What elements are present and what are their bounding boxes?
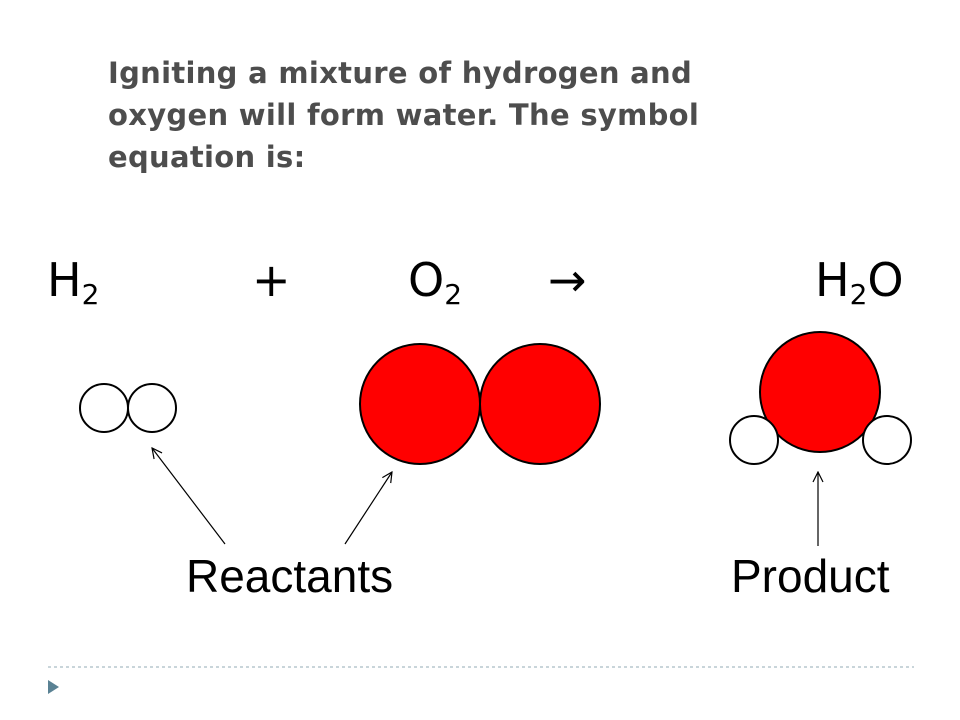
oxygen-atom [759, 331, 881, 453]
intro-text: Igniting a mixture of hydrogen and oxyge… [108, 52, 898, 178]
formula-h2: H2 [47, 252, 100, 311]
h2o-subscript: 2 [849, 278, 868, 311]
hydrogen-atom [862, 415, 912, 465]
o2-element: O [408, 253, 445, 307]
h2o-element-h: H [815, 253, 850, 307]
hydrogen-atom [79, 383, 129, 433]
oxygen-molecule [359, 343, 601, 465]
intro-line-1: Igniting a mixture of hydrogen and [108, 56, 693, 90]
h2o-element-o: O [867, 253, 904, 307]
bullet-triangle-icon [48, 680, 59, 694]
reaction-arrow-icon: → [548, 253, 587, 307]
oxygen-atom [479, 343, 601, 465]
hydrogen-atom [127, 383, 177, 433]
formula-o2: O2 [408, 252, 463, 311]
intro-line-2: oxygen will form water. The symbol [108, 98, 700, 132]
product-label: Product [731, 550, 890, 602]
h2-subscript: 2 [81, 278, 100, 311]
reactant-pointer-arrow [152, 448, 226, 545]
o2-subscript: 2 [444, 278, 463, 311]
reactant-pointer-arrow [344, 472, 392, 545]
oxygen-atom [359, 343, 481, 465]
formula-h2o: H2O [815, 252, 904, 311]
hydrogen-atom [729, 415, 779, 465]
water-molecule [729, 331, 912, 465]
hydrogen-molecule [79, 383, 177, 433]
intro-line-3: equation is: [108, 140, 306, 174]
h2-element: H [47, 253, 82, 307]
reactants-label: Reactants [186, 550, 394, 602]
plus-sign: + [252, 253, 291, 307]
